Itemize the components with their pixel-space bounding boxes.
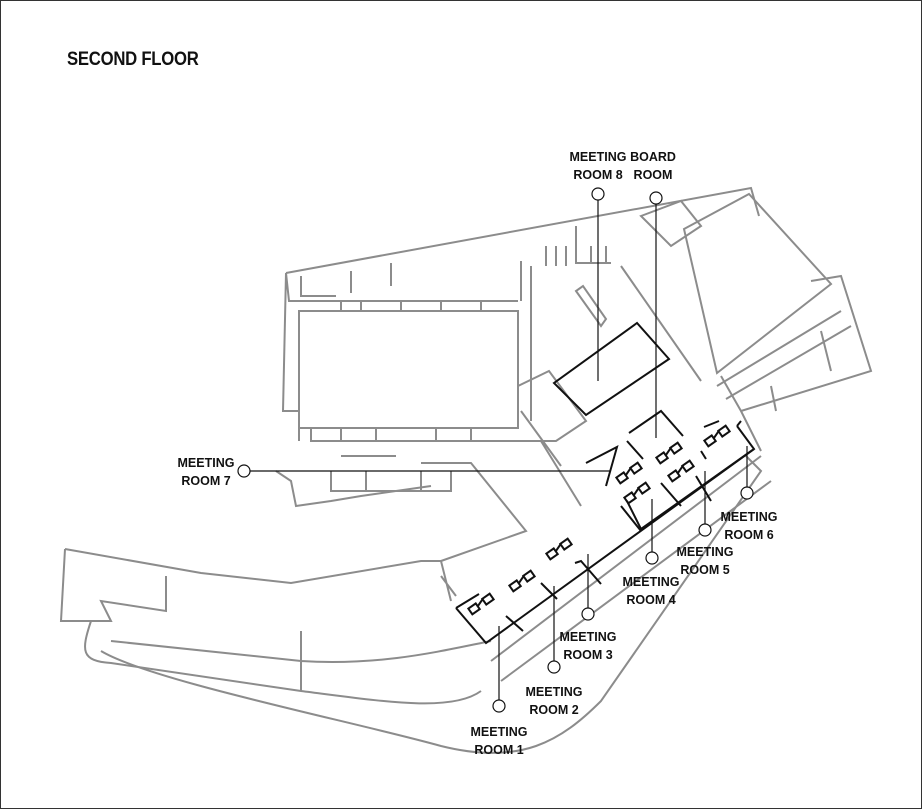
pin-icon [591, 187, 605, 201]
room-label-line2: ROOM 2 [529, 703, 578, 717]
room-label-line2: ROOM 5 [680, 563, 729, 577]
room-label-line2: ROOM 6 [724, 528, 773, 542]
room-label-line1: MEETING [471, 725, 528, 739]
room-label-line1: MEETING [721, 510, 778, 524]
room-label-line1: MEETING [623, 575, 680, 589]
room-label-mr2[interactable]: MEETING ROOM 2 [526, 586, 583, 717]
room-label-board[interactable]: BOARD ROOM [630, 150, 676, 438]
room-label-line2: ROOM 7 [181, 474, 230, 488]
room-label-mr3[interactable]: MEETING ROOM 3 [560, 554, 617, 662]
room-label-mr6[interactable]: MEETING ROOM 6 [721, 446, 778, 542]
room-label-line2: ROOM 3 [563, 648, 612, 662]
room-label-mr7[interactable]: MEETING ROOM 7 [178, 456, 611, 488]
table-icon [614, 461, 644, 485]
table-icon [622, 481, 652, 505]
room-label-line1: MEETING [178, 456, 235, 470]
table-icon [507, 569, 537, 593]
room-label-line1: MEETING [560, 630, 617, 644]
pin-icon [740, 486, 754, 500]
table-icon [466, 592, 496, 616]
room-label-line1: MEETING [677, 545, 734, 559]
room-label-line2: ROOM 4 [626, 593, 675, 607]
room-label-line1: BOARD [630, 150, 676, 164]
room-label-line1: MEETING [570, 150, 627, 164]
page-title: SECOND FLOOR [67, 49, 199, 70]
room-label-mr8[interactable]: MEETING ROOM 8 [570, 150, 627, 381]
pin-icon [698, 523, 712, 537]
room-label-mr1[interactable]: MEETING ROOM 1 [471, 626, 528, 757]
room-label-mr5[interactable]: MEETING ROOM 5 [677, 471, 734, 577]
building-walls [59, 186, 873, 754]
pin-icon [645, 551, 659, 565]
pin-icon [649, 191, 663, 205]
meeting-rooms-strip [455, 425, 756, 645]
room-label-line2: ROOM 8 [573, 168, 622, 182]
highlighted-rooms [455, 321, 756, 645]
table-icon [544, 537, 574, 561]
pin-icon [237, 464, 251, 478]
table-icon [702, 424, 732, 448]
room-label-line1: MEETING [526, 685, 583, 699]
room-label-line2: ROOM [634, 168, 673, 182]
meeting-room-8-outline [552, 321, 671, 417]
pin-icon [547, 660, 561, 674]
pin-icon [581, 607, 595, 621]
table-icon [666, 459, 696, 483]
room-label-line2: ROOM 1 [474, 743, 523, 757]
table-icon [654, 441, 684, 465]
tables [466, 424, 732, 616]
room-label-mr4[interactable]: MEETING ROOM 4 [623, 499, 680, 607]
pin-icon [492, 699, 506, 713]
